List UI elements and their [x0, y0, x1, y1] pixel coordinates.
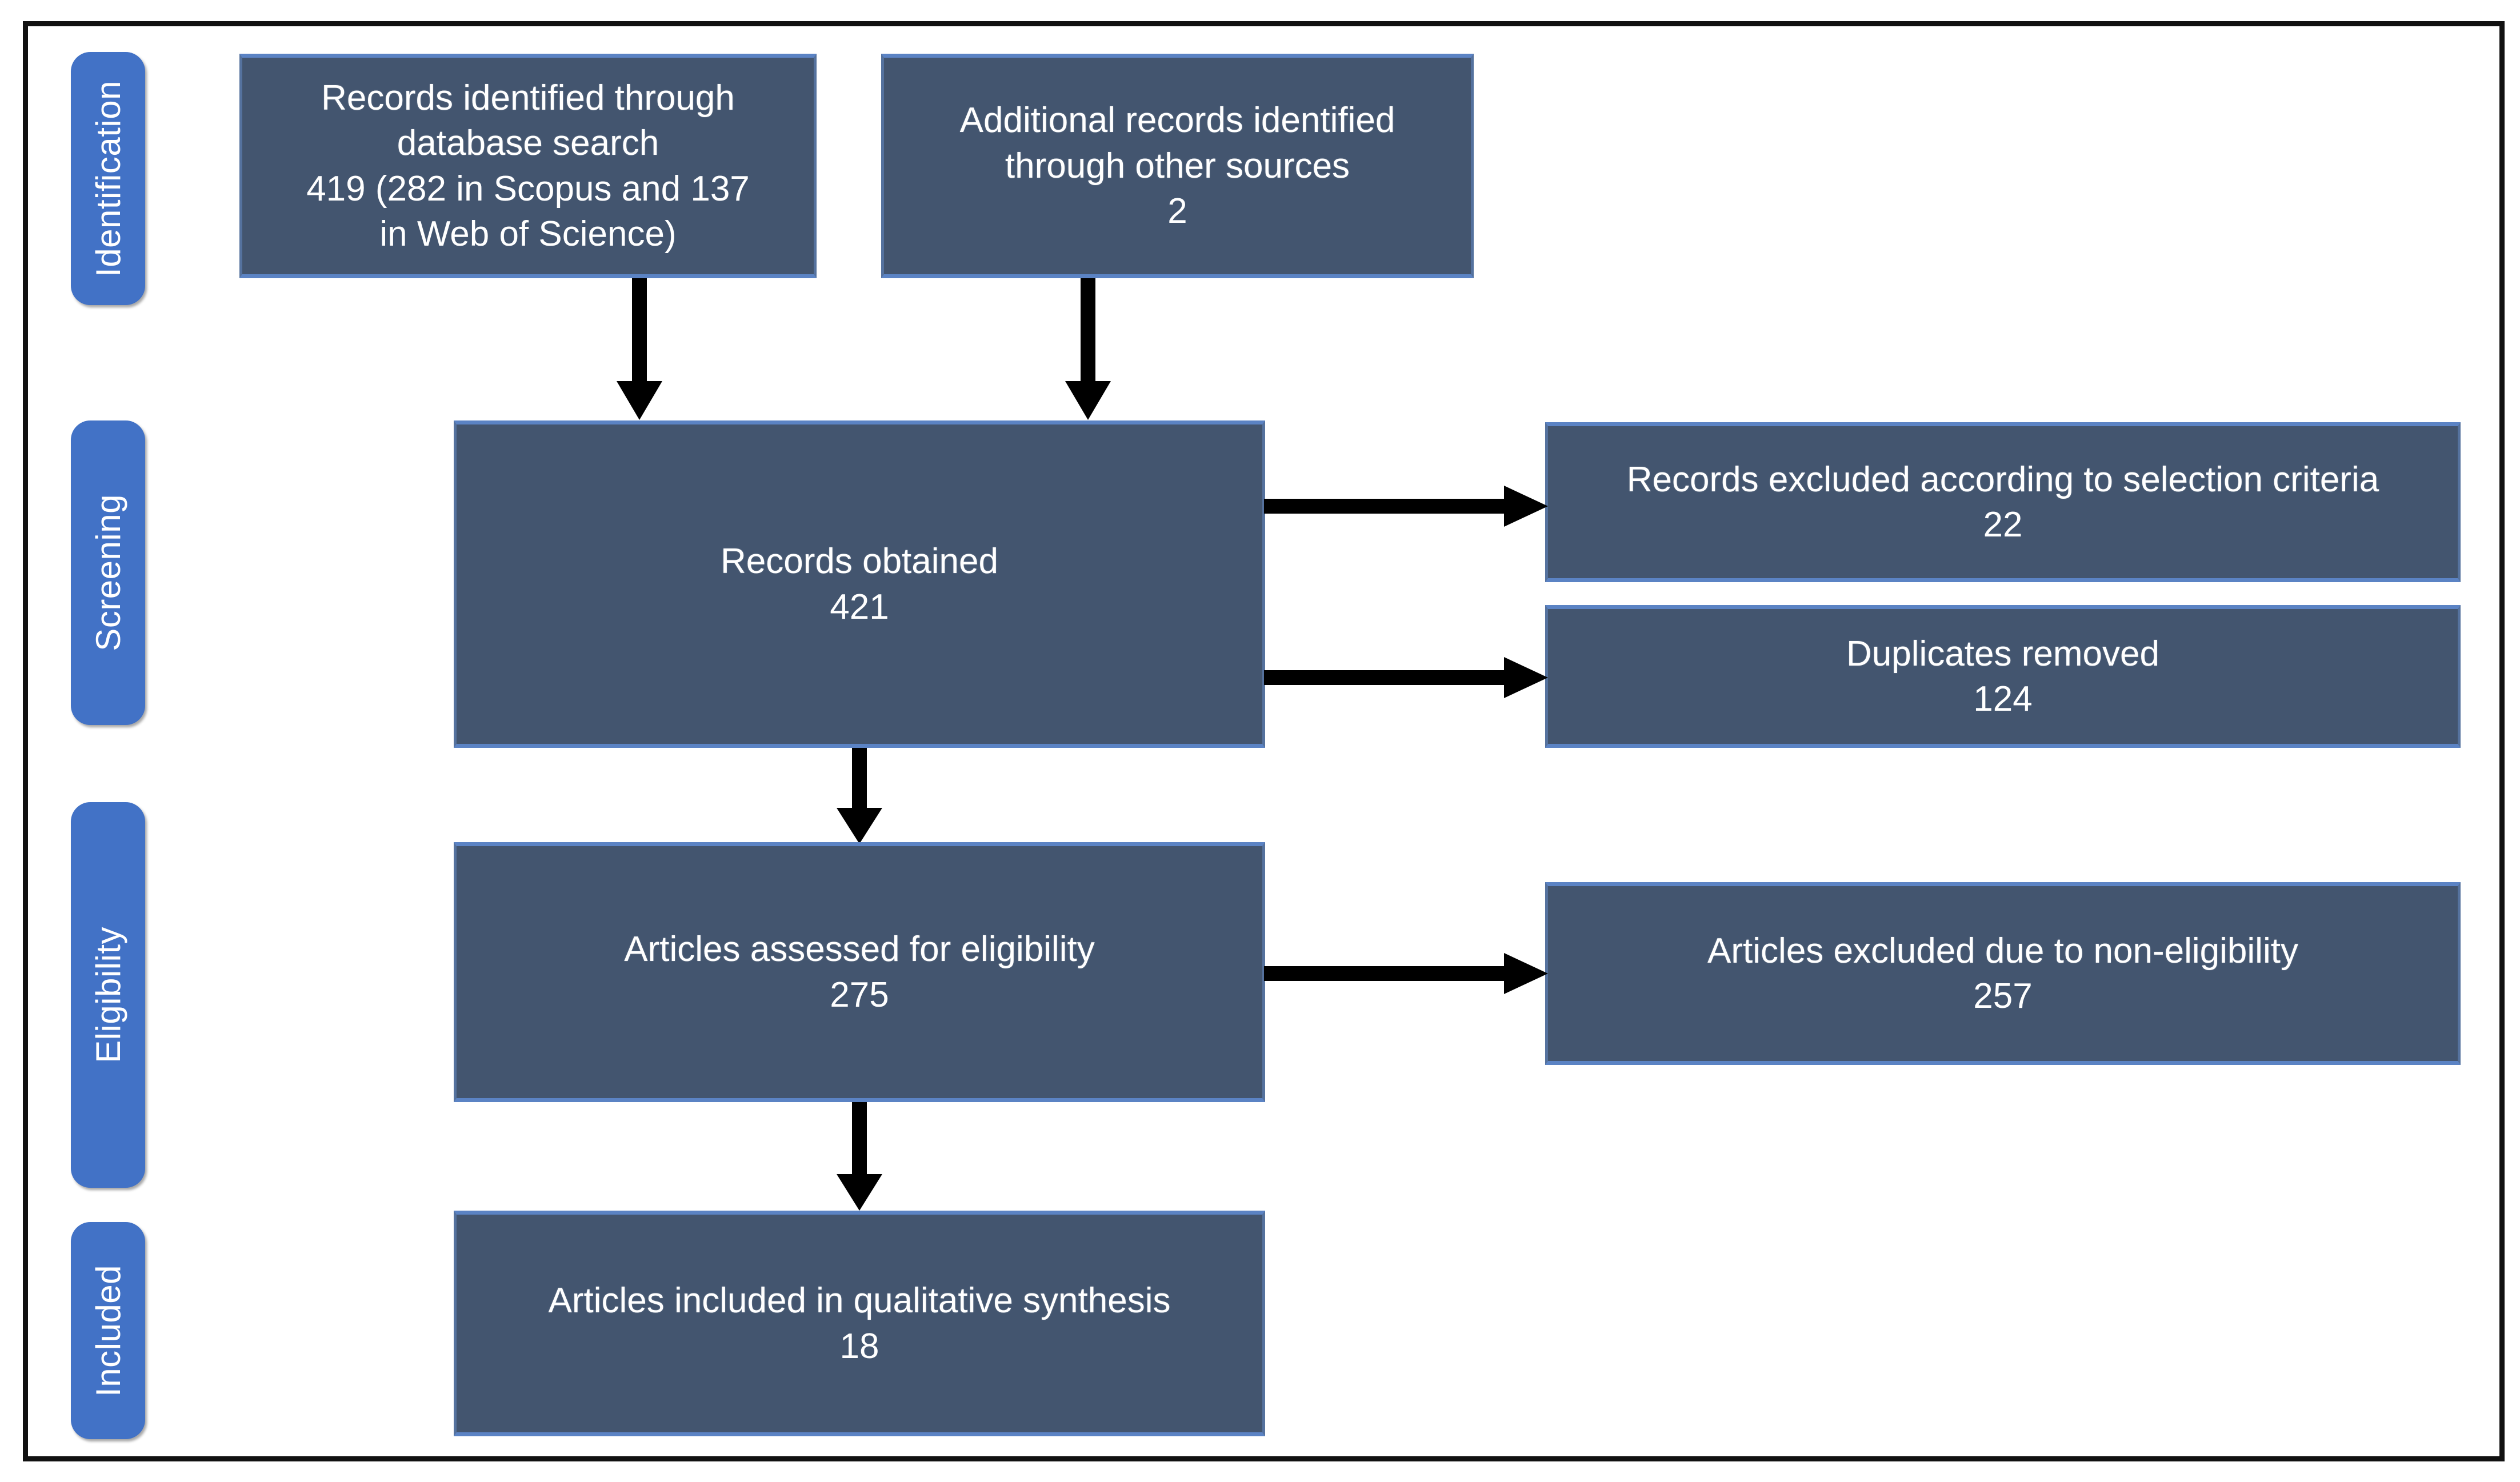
box-line: Records identified through: [321, 78, 735, 118]
stage-tab-identification[interactable]: Identification: [71, 52, 145, 305]
box-line: Records obtained: [721, 542, 998, 582]
arrow-records-obtained-to-records-excluded: [1264, 478, 1550, 535]
box-records-obtained[interactable]: Records obtained 421: [454, 420, 1265, 748]
arrow-other-sources-to-records-obtained: [1054, 278, 1122, 421]
box-line: database search: [397, 123, 659, 163]
box-line: Articles assessed for eligibility: [624, 930, 1095, 970]
box-count-line2: in Web of Science): [379, 214, 677, 254]
stage-tab-included[interactable]: Included: [71, 1222, 145, 1439]
box-count: 124: [1973, 679, 2033, 719]
stage-tab-identification-label: Identification: [89, 80, 127, 277]
box-line: Additional records identified: [959, 101, 1395, 141]
box-line: Records excluded according to selection …: [1626, 459, 2379, 499]
arrow-assessed-eligibility-to-included-synthesis: [825, 1102, 894, 1212]
box-line: Articles excluded due to non-eligibility: [1707, 931, 2298, 971]
arrow-assessed-eligibility-to-articles-excluded: [1264, 945, 1550, 1002]
box-count: 22: [1983, 505, 2023, 544]
box-additional-records-other-sources[interactable]: Additional records identified through ot…: [881, 54, 1474, 278]
stage-tab-screening-label: Screening: [89, 494, 127, 651]
diagram-frame: Identification Screening Eligibility Inc…: [23, 21, 2505, 1461]
arrow-records-obtained-to-duplicates-removed: [1264, 649, 1550, 706]
box-line: through other sources: [1005, 146, 1350, 186]
box-articles-assessed-eligibility[interactable]: Articles assessed for eligibility 275: [454, 842, 1265, 1102]
box-records-identified-database-search[interactable]: Records identified through database sear…: [239, 54, 817, 278]
box-count: 2: [1167, 191, 1187, 231]
box-count: 419 (282 in Scopus and 137: [306, 169, 750, 209]
box-count: 257: [1973, 976, 2033, 1016]
box-duplicates-removed[interactable]: Duplicates removed 124: [1545, 605, 2461, 748]
stage-tab-eligibility[interactable]: Eligibility: [71, 802, 145, 1188]
box-count: 275: [830, 975, 889, 1015]
box-articles-included-qualitative-synthesis[interactable]: Articles included in qualitative synthes…: [454, 1211, 1265, 1436]
stage-tab-screening[interactable]: Screening: [71, 420, 145, 725]
box-articles-excluded-non-eligibility[interactable]: Articles excluded due to non-eligibility…: [1545, 882, 2461, 1065]
stage-tab-included-label: Included: [89, 1264, 127, 1397]
arrow-records-obtained-to-assessed-eligibility: [825, 748, 894, 845]
box-line: Articles included in qualitative synthes…: [548, 1281, 1171, 1321]
box-count: 18: [839, 1326, 879, 1366]
box-count: 421: [830, 587, 889, 627]
box-records-excluded-selection-criteria[interactable]: Records excluded according to selection …: [1545, 422, 2461, 582]
box-line: Duplicates removed: [1846, 634, 2159, 674]
arrow-database-search-to-records-obtained: [605, 278, 674, 421]
stage-tab-eligibility-label: Eligibility: [89, 927, 127, 1063]
